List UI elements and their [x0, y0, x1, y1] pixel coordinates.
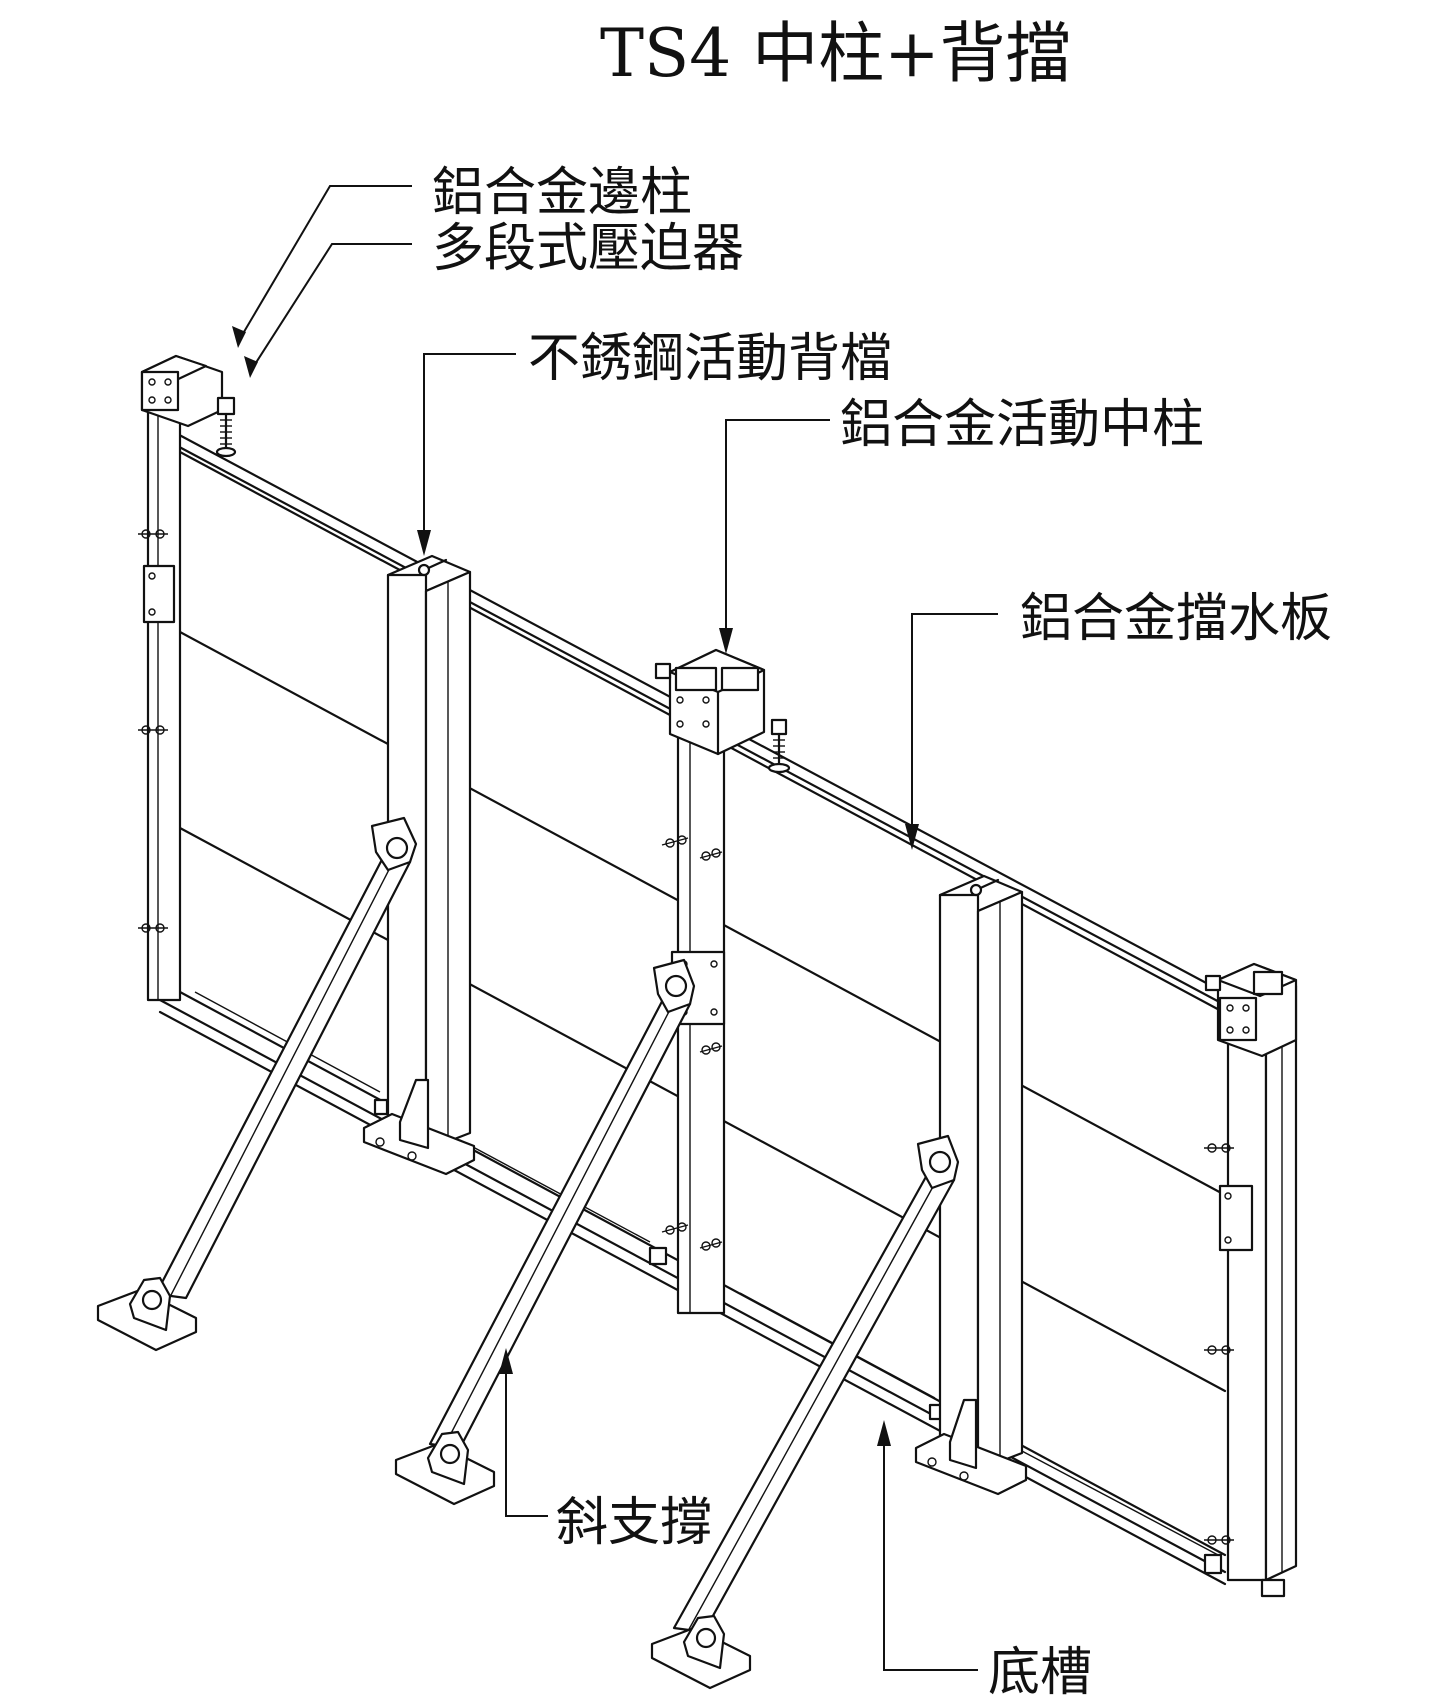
center-compressor — [654, 662, 791, 774]
left-compressor — [215, 396, 237, 458]
label-diagonal-brace: 斜支撐 — [556, 1493, 712, 1553]
left-end-post — [138, 354, 237, 1002]
label-aluminum-center-post: 鋁合金活動中柱 — [840, 395, 1204, 455]
diagonal-brace-1 — [96, 816, 418, 1352]
right-end-post — [1204, 962, 1298, 1598]
diagonal-brace-2 — [394, 958, 696, 1506]
diagram-title: TS4 中柱+背擋 — [600, 15, 1072, 92]
label-multi-stage-compressor: 多段式壓迫器 — [432, 219, 744, 279]
label-bottom-channel: 底槽 — [988, 1643, 1092, 1696]
callout-leaders — [232, 185, 998, 1671]
label-stainless-back-support: 不銹鋼活動背檔 — [528, 329, 892, 389]
diagonal-brace-3 — [650, 1134, 960, 1690]
center-post — [654, 648, 791, 1315]
label-aluminum-flood-panel: 鋁合金擋水板 — [1020, 589, 1332, 649]
label-aluminum-end-post: 鋁合金邊柱 — [432, 163, 692, 223]
